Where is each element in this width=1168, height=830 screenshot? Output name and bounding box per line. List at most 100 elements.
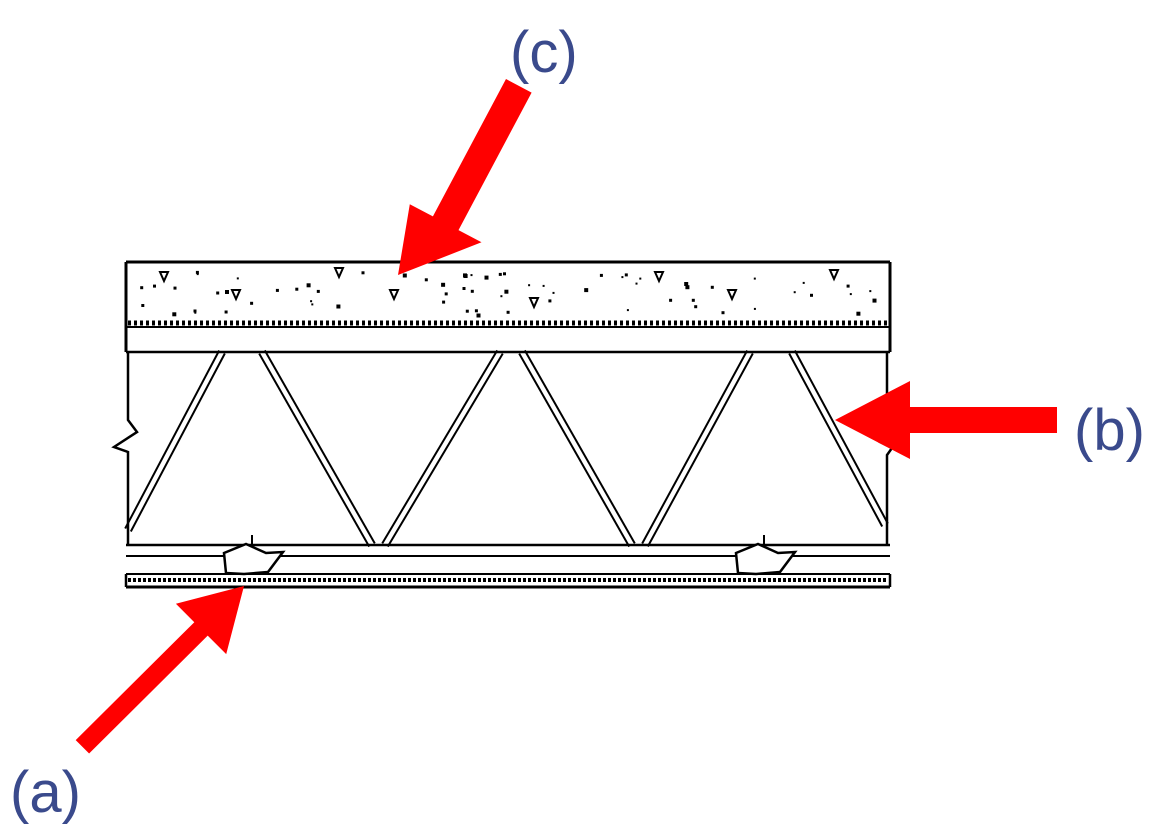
concrete-speckle [250,301,254,305]
concrete-speckle [802,281,805,284]
callout-label-c: (c) [510,20,578,85]
web-diagonal-line [788,353,884,527]
concrete-aggregate-speckles [140,267,877,318]
concrete-speckle [316,289,320,293]
concrete-speckle [224,310,228,314]
concrete-speckle [721,311,725,315]
concrete-speckle [295,287,299,291]
concrete-speckle [506,310,510,314]
concrete-speckle [361,271,365,275]
concrete-aggregate-mark [158,271,170,284]
concrete-speckle [336,304,341,309]
concrete-speckle [846,284,850,288]
concrete-speckle [753,277,756,280]
web-diagonal-line [518,353,631,548]
arrow-c [398,79,532,275]
web-diagonal-line [386,353,504,548]
concrete-speckle [691,298,695,302]
concrete-speckle [153,284,156,288]
concrete-aggregate-mark [828,269,840,282]
left-break-line [111,352,139,545]
concrete-speckle [548,299,552,303]
concrete-speckle [140,286,144,290]
concrete-speckle [552,291,555,294]
concrete-speckle [216,291,220,295]
concrete-speckle [484,275,489,280]
concrete-aggregate-mark [653,271,665,284]
concrete-speckle [810,293,813,297]
hanger-clip-left [222,535,286,576]
concrete-speckle [599,273,603,277]
concrete-speckle [793,291,796,294]
concrete-speckle [141,304,145,307]
concrete-speckle [173,286,177,290]
concrete-speckle [462,287,466,290]
web-diagonal-line [523,349,636,544]
concrete-speckle [635,282,638,285]
hanger-clip-right [734,535,798,576]
concrete-speckle [476,313,481,318]
concrete-speckle [684,282,689,286]
concrete-speckle [694,305,698,309]
concrete-speckle [503,272,506,276]
ceiling-board-layer [124,574,892,589]
concrete-speckle [402,273,407,278]
concrete-speckle [639,277,642,280]
arrow-b [835,381,1057,459]
arrow-a [75,586,244,754]
concrete-speckle [470,274,473,277]
concrete-speckle [275,288,279,292]
concrete-aggregate-mark [388,289,400,302]
concrete-speckle [685,285,690,290]
concrete-speckle [710,285,714,289]
concrete-speckle [306,283,311,288]
concrete-speckle [869,290,872,293]
concrete-speckle [624,273,628,277]
concrete-speckle [528,284,531,287]
concrete-speckle [584,288,589,293]
concrete-speckle [195,270,199,274]
concrete-speckle [669,298,673,302]
web-diagonal-line [263,349,376,544]
concrete-speckle [444,292,448,296]
concrete-speckle [424,278,428,282]
truss-web-diagonals [124,349,889,548]
web-diagonal-line [124,350,221,529]
concrete-speckle [194,311,197,314]
concrete-speckle [474,309,478,313]
web-diagonal-line [641,349,749,544]
concrete-speckle [504,289,509,294]
concrete-speckle [236,277,239,280]
concrete-speckle [172,312,177,317]
concrete-speckle [196,273,199,276]
concrete-aggregate-mark [333,267,345,280]
callout-label-b: (b) [1074,398,1145,463]
concrete-aggregate-mark [726,289,738,302]
concrete-speckle [465,309,469,313]
concrete-slab [124,260,892,352]
concrete-speckle [621,276,624,279]
concrete-speckle [310,300,313,303]
web-diagonal-line [258,353,371,548]
concrete-speckle [849,293,852,296]
web-diagonal-line [129,353,226,532]
web-diagonal-line [381,349,499,544]
concrete-speckle [311,303,314,306]
concrete-speckle [626,309,629,312]
concrete-speckle [441,282,446,287]
concrete-aggregate-mark [528,297,540,310]
concrete-speckle [872,299,875,302]
concrete-speckle [225,290,229,294]
concrete-aggregate-mark [230,289,242,302]
concrete-speckle [753,307,756,310]
concrete-speckle [193,309,197,313]
concrete-speckle [470,289,474,293]
concrete-speckle [498,272,502,276]
concrete-speckle [856,311,861,316]
callout-label-a: (a) [10,760,81,825]
web-diagonal-line [793,350,889,524]
concrete-speckle [442,300,446,304]
web-diagonal-line [646,353,754,548]
